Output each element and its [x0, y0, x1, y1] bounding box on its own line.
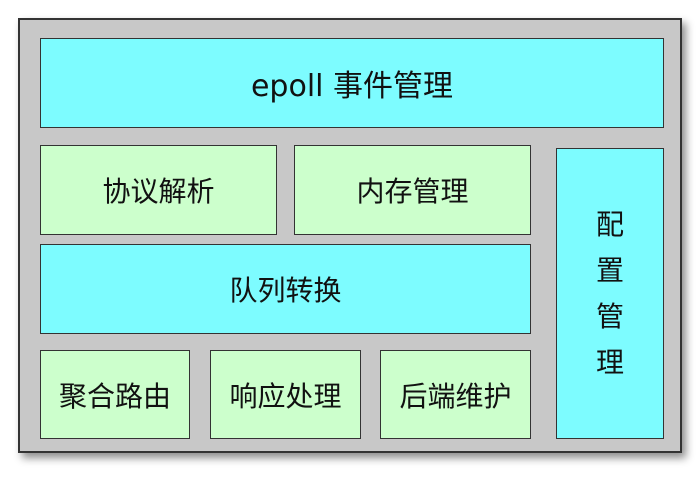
config-char-1: 配	[595, 207, 624, 241]
epoll-event-management-label: epoll 事件管理	[250, 69, 454, 104]
backend-maintenance-label: 后端维护	[399, 379, 512, 413]
aggregate-routing-label: 聚合路由	[58, 379, 171, 413]
config-char-2: 置	[595, 253, 624, 287]
response-handling-label: 响应处理	[229, 379, 342, 413]
queue-conversion-label: 队列转换	[229, 274, 342, 307]
protocol-parsing-label: 协议解析	[102, 175, 215, 208]
response-handling-box: 响应处理	[210, 350, 361, 439]
aggregate-routing-box: 聚合路由	[40, 350, 190, 439]
protocol-parsing-box: 协议解析	[40, 145, 277, 235]
config-management-box: 配 置 管 理	[556, 148, 664, 439]
config-char-3: 管	[595, 299, 624, 333]
config-char-4: 理	[595, 345, 624, 379]
queue-conversion-box: 队列转换	[40, 244, 531, 334]
backend-maintenance-box: 后端维护	[380, 350, 531, 439]
memory-management-label: 内存管理	[356, 175, 469, 208]
memory-management-box: 内存管理	[294, 145, 531, 235]
architecture-frame: epoll 事件管理 协议解析 内存管理 队列转换 聚合路由 响应处理 后端维护…	[18, 18, 682, 453]
epoll-event-management-box: epoll 事件管理	[40, 38, 664, 128]
